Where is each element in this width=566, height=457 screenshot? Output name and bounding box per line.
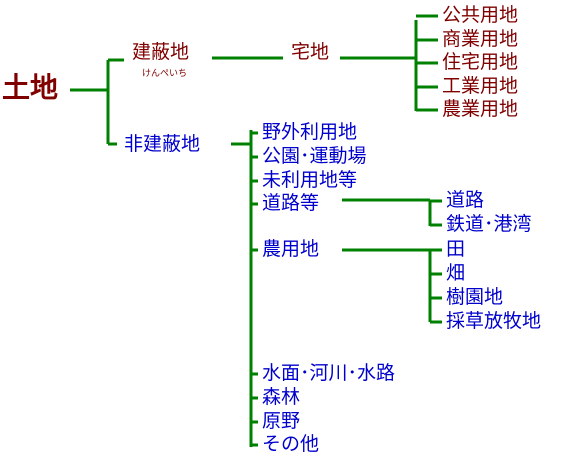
non-built-category-node: 道路等 — [262, 192, 320, 214]
road-subcategory-node: 鉄道･港湾 — [446, 213, 532, 235]
agricultural-subcategory-node: 採草放牧地 — [446, 310, 542, 332]
non-built-land-node: 非建蔽地 — [124, 133, 201, 155]
built-subcategory-node: 公共用地 — [442, 4, 519, 26]
non-built-category-node: 農用地 — [262, 238, 320, 260]
residential-land-node: 宅地 — [291, 41, 330, 63]
non-built-category-node: 野外利用地 — [262, 121, 358, 143]
built-subcategory-node: 商業用地 — [442, 28, 519, 50]
built-subcategory-node: 農業用地 — [442, 98, 519, 120]
built-land-reading: けんぺいち — [142, 69, 188, 79]
built-subcategory-node: 住宅用地 — [442, 51, 519, 73]
non-built-category-node: 未利用地等 — [262, 169, 358, 191]
built-land-node: 建蔽地 — [132, 41, 190, 63]
non-built-category-node: 原野 — [262, 410, 301, 432]
non-built-category-node: 水面･河川･水路 — [262, 362, 396, 384]
root-node: 土地 — [2, 71, 59, 104]
agricultural-subcategory-node: 樹園地 — [446, 286, 504, 308]
agricultural-subcategory-node: 田 — [446, 238, 466, 260]
non-built-category-node: 森林 — [262, 386, 301, 408]
road-subcategory-node: 道路 — [446, 189, 485, 211]
non-built-category-node: その他 — [262, 433, 320, 455]
non-built-category-node: 公園･運動場 — [262, 145, 367, 167]
agricultural-subcategory-node: 畑 — [446, 262, 466, 284]
built-subcategory-node: 工業用地 — [442, 75, 519, 97]
